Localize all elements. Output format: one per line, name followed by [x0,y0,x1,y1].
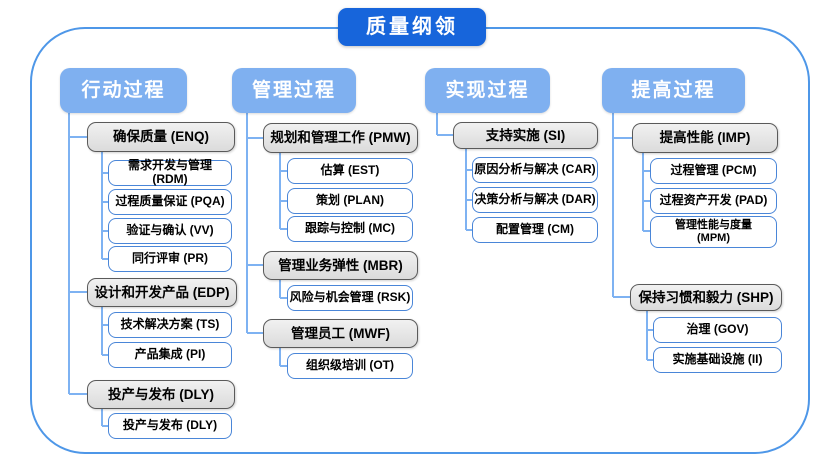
branch-management-process[interactable]: 管理过程 [232,68,356,113]
node-imp[interactable]: 提高性能 (IMP) [632,123,778,153]
node-plan[interactable]: 策划 (PLAN) [287,188,413,214]
node-pqa[interactable]: 过程质量保证 (PQA) [108,189,232,215]
root-node-title[interactable]: 质量纲领 [338,8,486,46]
node-pad[interactable]: 过程资产开发 (PAD) [650,188,777,214]
node-dly-group[interactable]: 投产与发布 (DLY) [87,380,235,409]
node-mpm[interactable]: 管理性能与度量 (MPM) [650,216,777,248]
branch-action-process[interactable]: 行动过程 [60,68,187,113]
node-ii[interactable]: 实施基础设施 (II) [653,347,782,373]
branch-improvement-process[interactable]: 提高过程 [602,68,745,113]
node-ot[interactable]: 组织级培训 (OT) [287,353,413,379]
node-mbr[interactable]: 管理业务弹性 (MBR) [263,251,418,280]
node-vv[interactable]: 验证与确认 (VV) [108,218,232,244]
node-pr[interactable]: 同行评审 (PR) [108,246,232,272]
node-shp[interactable]: 保持习惯和毅力 (SHP) [630,284,782,311]
node-rsk[interactable]: 风险与机会管理 (RSK) [287,285,413,311]
node-rdm[interactable]: 需求开发与管理 (RDM) [108,158,232,186]
node-pmw[interactable]: 规划和管理工作 (PMW) [263,123,418,153]
node-dly[interactable]: 投产与发布 (DLY) [108,413,232,439]
node-pcm[interactable]: 过程管理 (PCM) [650,158,777,184]
node-si[interactable]: 支持实施 (SI) [453,122,598,149]
node-pi[interactable]: 产品集成 (PI) [108,342,232,368]
node-car[interactable]: 原因分析与解决 (CAR) [472,157,598,183]
node-mc[interactable]: 跟踪与控制 (MC) [287,216,413,242]
node-est[interactable]: 估算 (EST) [287,158,413,184]
node-edp[interactable]: 设计和开发产品 (EDP) [87,278,237,307]
node-dar[interactable]: 决策分析与解决 (DAR) [472,187,598,213]
branch-realization-process[interactable]: 实现过程 [425,68,550,113]
node-mwf[interactable]: 管理员工 (MWF) [263,319,418,348]
node-enq[interactable]: 确保质量 (ENQ) [87,122,235,152]
node-gov[interactable]: 治理 (GOV) [653,317,782,343]
node-ts[interactable]: 技术解决方案 (TS) [108,312,232,338]
node-cm[interactable]: 配置管理 (CM) [472,217,598,243]
